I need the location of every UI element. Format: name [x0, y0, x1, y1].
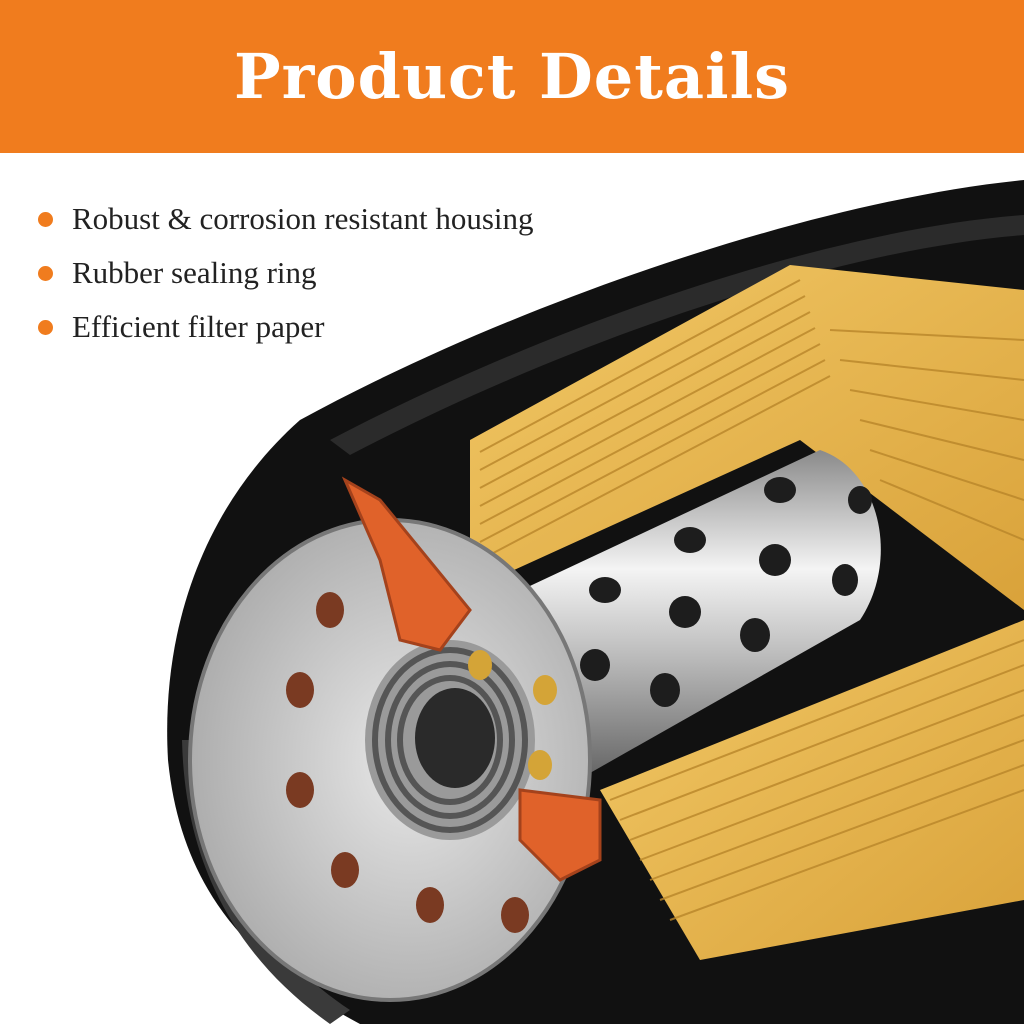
- feature-label: Robust & corrosion resistant housing: [72, 201, 534, 236]
- feature-item: Efficient filter paper: [38, 300, 534, 354]
- bullet-icon: [38, 265, 53, 281]
- page-title: Product Details: [233, 40, 791, 113]
- rubber-seal: [341, 476, 602, 882]
- header-banner: Product Details: [0, 0, 1024, 153]
- feature-item: Robust & corrosion resistant housing: [38, 192, 534, 246]
- filter-paper: [470, 265, 1024, 960]
- feature-list: Robust & corrosion resistant housing Rub…: [38, 192, 534, 354]
- bullet-icon: [38, 319, 53, 335]
- feature-item: Rubber sealing ring: [38, 246, 534, 300]
- feature-label: Efficient filter paper: [72, 309, 325, 344]
- base-plate: [188, 518, 592, 1002]
- center-tube: [488, 450, 881, 790]
- feature-label: Rubber sealing ring: [72, 255, 317, 290]
- bullet-icon: [38, 211, 53, 227]
